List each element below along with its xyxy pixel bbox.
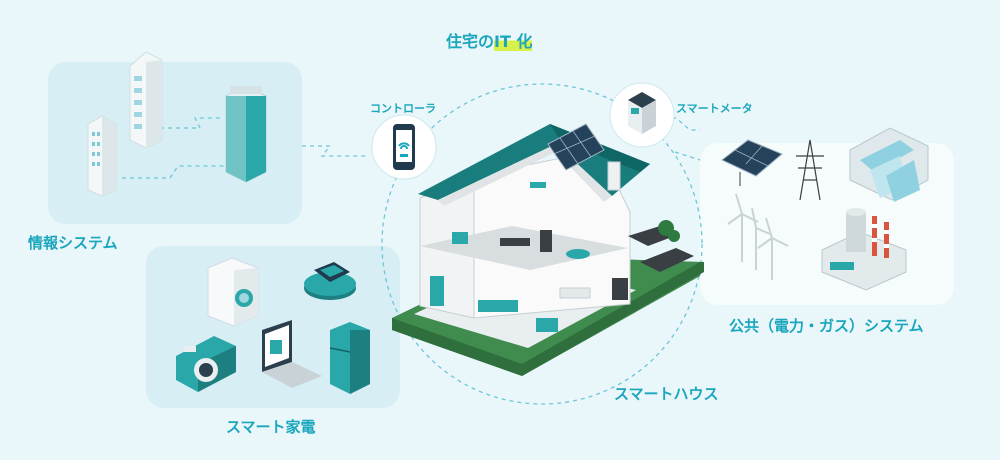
solar-panel-icon bbox=[721, 139, 783, 186]
dam-icon bbox=[849, 127, 929, 202]
refrigerator-icon bbox=[329, 322, 370, 394]
camera-icon bbox=[176, 336, 236, 392]
smart-appliances-label: スマート家電 bbox=[226, 418, 316, 436]
smart-house-label: スマートハウス bbox=[614, 385, 719, 403]
info-system-label: 情報システム bbox=[28, 234, 118, 252]
gas-plant-icon bbox=[821, 208, 907, 291]
smart-meter-device bbox=[609, 82, 675, 148]
controller-device bbox=[371, 114, 437, 180]
smartwatch-icon bbox=[304, 262, 356, 300]
washing-machine-icon bbox=[207, 257, 259, 327]
wind-turbine-icon bbox=[727, 193, 789, 280]
smart-meter-label: スマートメータ bbox=[676, 102, 753, 115]
office-building-icon bbox=[87, 115, 117, 197]
page-title: 住宅のIT 化 bbox=[446, 32, 533, 51]
laptop-icon bbox=[262, 320, 322, 388]
power-tower-icon bbox=[796, 139, 824, 201]
skyscraper-icon bbox=[129, 51, 163, 149]
smart-house-illustration bbox=[392, 123, 704, 376]
controller-label: コントローラ bbox=[370, 102, 436, 115]
connection-lines bbox=[122, 117, 701, 179]
smart-house-ring bbox=[381, 83, 703, 405]
data-center-tower-icon bbox=[225, 85, 267, 183]
public-system-label: 公共（電力・ガス）システム bbox=[729, 317, 924, 335]
